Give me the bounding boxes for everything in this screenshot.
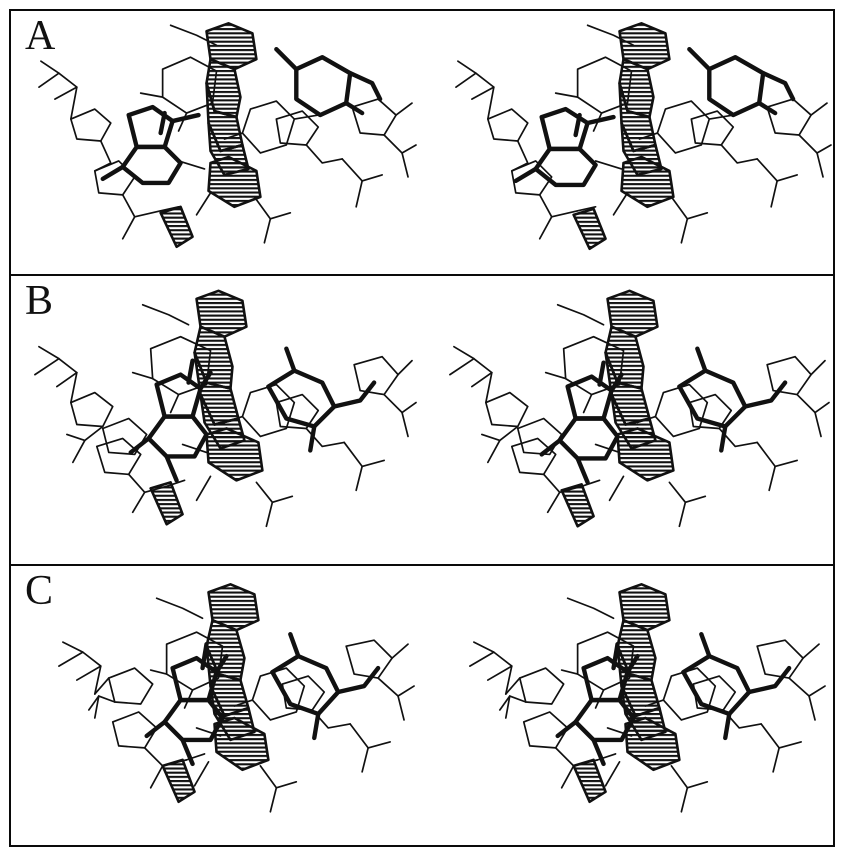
panel-label-c: C (25, 568, 54, 614)
stereo-pair-b (11, 276, 833, 564)
molecule-render-b-right (449, 289, 830, 528)
stereo-view-left-c (11, 566, 422, 849)
molecule-render-b-left (34, 289, 417, 528)
stereo-view-left-b (11, 276, 422, 564)
backbone-thin-lines (38, 24, 417, 244)
figure-outer-frame: A (9, 9, 835, 847)
molecule-render-a-left (38, 21, 417, 249)
molecule-render-c-left (58, 583, 415, 813)
highlighted-base-bold-lines (100, 47, 383, 186)
panel-label-b: B (25, 278, 54, 324)
molecule-render-a-right (455, 21, 832, 251)
stereo-view-right-c (422, 566, 833, 849)
stereo-view-left-a (11, 11, 422, 274)
stereo-view-right-a (422, 11, 833, 274)
panel-a: A (11, 11, 833, 274)
molecule-render-c-right (469, 583, 826, 813)
stereo-pair-a (11, 11, 833, 274)
stereo-pair-c (11, 566, 833, 849)
stereo-view-right-b (422, 276, 833, 564)
panel-c: C (11, 564, 833, 849)
intercalator-chromophore-hatched (159, 21, 262, 249)
panel-label-a: A (25, 13, 56, 59)
panel-b: B (11, 274, 833, 564)
